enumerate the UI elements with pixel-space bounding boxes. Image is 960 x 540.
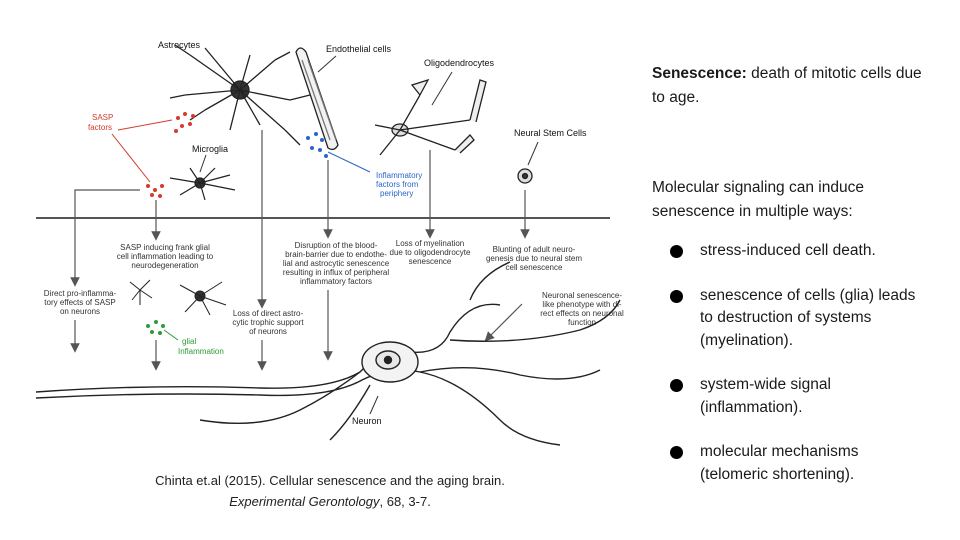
astrocyte-cell (169, 44, 311, 146)
label-glial-1: glial (182, 337, 196, 346)
bullet-dot-icon (670, 245, 683, 258)
svg-text:tory effects of SASP: tory effects of SASP (44, 298, 115, 307)
glial-sketches (129, 279, 227, 316)
effect-blunting: Blunting of adult neuro- genesis due to … (486, 245, 582, 272)
svg-text:on neurons: on neurons (60, 307, 100, 316)
svg-text:Disruption of the blood-: Disruption of the blood- (295, 241, 378, 250)
svg-text:cell inflammation leading to: cell inflammation leading to (117, 252, 214, 261)
caption-journal: Experimental Gerontology (229, 494, 380, 509)
svg-text:due to oligodendrocyte: due to oligodendrocyte (390, 248, 472, 257)
endothelial-vessel (295, 47, 339, 151)
figure-caption: Chinta et.al (2015). Cellular senescence… (110, 470, 550, 512)
bullet-text: system-wide signal (inflammation). (700, 376, 831, 416)
label-microglia: Microglia (192, 144, 228, 154)
definition-term: Senescence: (652, 65, 747, 82)
bullet-text: stress-induced cell death. (700, 242, 876, 259)
list-item: molecular mechanisms (telomeric shorteni… (670, 441, 930, 486)
neuron-cell (35, 261, 621, 446)
caption-line-2: Experimental Gerontology, 68, 3-7. (110, 491, 550, 512)
sasp-dots (146, 112, 195, 198)
label-inflam-2: factors from (376, 180, 419, 189)
effect-sasp-glial: SASP inducing frank glial cell inflammat… (117, 243, 214, 270)
label-oligodendrocytes: Oligodendrocytes (424, 58, 495, 68)
svg-text:like phenotype with di-: like phenotype with di- (542, 300, 621, 309)
svg-text:neurodegeneration: neurodegeneration (131, 261, 198, 270)
svg-text:inflammatory factors: inflammatory factors (300, 277, 372, 286)
svg-text:genesis due to neural stem: genesis due to neural stem (486, 254, 582, 263)
effect-neuronal: Neuronal senescence- like phenotype with… (540, 291, 624, 327)
intro-text: Molecular signaling can induce senescenc… (652, 179, 864, 220)
svg-text:senescence: senescence (409, 257, 452, 266)
effect-trophic: Loss of direct astro- cytic trophic supp… (232, 309, 304, 336)
arrow-neuronal (484, 303, 523, 342)
definition-text: death of mitotic cells due to age. (652, 65, 922, 106)
bullet-dot-icon (670, 446, 683, 459)
effect-myelin: Loss of myelination due to oligodendrocy… (390, 239, 472, 266)
oligodendrocyte-cell (374, 78, 487, 156)
list-item: system-wide signal (inflammation). (670, 374, 930, 419)
inflammatory-dots (306, 132, 328, 158)
label-inflam-3: periphery (380, 189, 413, 198)
label-inflam-1: Inflammatory (376, 171, 422, 180)
label-sasp-2: factors (88, 123, 112, 132)
svg-text:rect effects on neuronal: rect effects on neuronal (540, 309, 624, 318)
svg-text:function: function (568, 318, 596, 327)
bullet-text: molecular mechanisms (telomeric shorteni… (700, 443, 859, 483)
label-neural-stem: Neural Stem Cells (514, 128, 587, 138)
svg-text:SASP inducing frank glial: SASP inducing frank glial (120, 243, 210, 252)
svg-text:brain-barrier due to endothe-: brain-barrier due to endothe- (285, 250, 387, 259)
bullet-dot-icon (670, 289, 683, 303)
caption-rest: , 68, 3-7. (379, 494, 431, 509)
svg-text:of neurons: of neurons (249, 327, 287, 336)
arrow-pro-inflam (70, 189, 140, 287)
glial-dots (146, 320, 165, 335)
label-endothelial: Endothelial cells (326, 44, 392, 54)
effect-pro-inflam: Direct pro-inflamma- tory effects of SAS… (44, 289, 117, 316)
svg-text:Neuronal senescence-: Neuronal senescence- (542, 291, 622, 300)
label-astrocytes: Astrocytes (158, 40, 201, 50)
bullet-text: senescence of cells (glia) leads to dest… (700, 286, 916, 349)
svg-text:cell senescence: cell senescence (506, 263, 563, 272)
svg-text:Loss of direct astro-: Loss of direct astro- (233, 309, 304, 318)
neural-stem-cell (517, 168, 533, 184)
list-item: stress-induced cell death. (670, 240, 930, 263)
label-glial-2: Inflammation (178, 347, 224, 356)
microglia-cell (169, 167, 236, 201)
definition-block: Senescence: death of mitotic cells due t… (652, 62, 932, 110)
effect-bbb: Disruption of the blood- brain-barrier d… (283, 241, 390, 286)
svg-text:Direct pro-inflamma-: Direct pro-inflamma- (44, 289, 117, 298)
bullet-dot-icon (670, 379, 683, 392)
label-neuron: Neuron (352, 416, 382, 426)
svg-text:Loss of myelination: Loss of myelination (396, 239, 464, 248)
list-item: senescence of cells (glia) leads to dest… (670, 285, 930, 353)
svg-text:resulting in influx of periphe: resulting in influx of peripheral (283, 268, 390, 277)
svg-text:cytic trophic support: cytic trophic support (232, 318, 304, 327)
senescence-diagram: Astrocytes Endothelial cells Oligodendro… (35, 40, 624, 446)
svg-text:lial and astrocytic senescence: lial and astrocytic senescence (283, 259, 390, 268)
svg-text:Blunting of adult neuro-: Blunting of adult neuro- (493, 245, 576, 254)
caption-line-1: Chinta et.al (2015). Cellular senescence… (155, 473, 505, 488)
bullet-list: stress-induced cell death. senescence of… (670, 240, 930, 508)
label-sasp-1: SASP (92, 113, 113, 122)
